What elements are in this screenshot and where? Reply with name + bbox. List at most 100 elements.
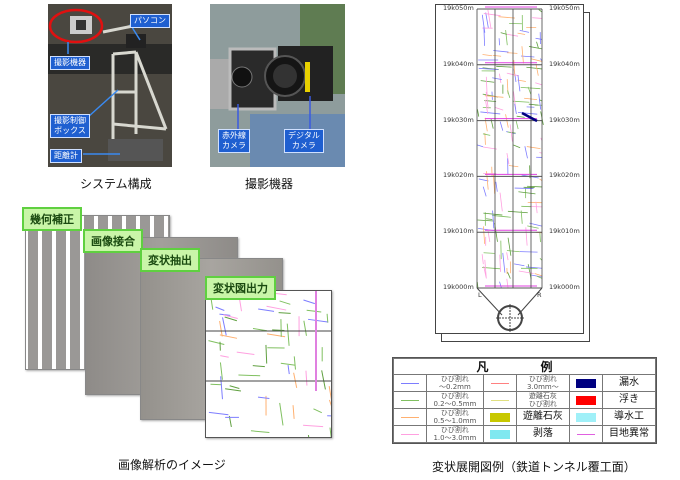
crack-line xyxy=(493,50,509,53)
crack-line xyxy=(483,26,485,46)
crack-line xyxy=(278,312,291,314)
crack-line xyxy=(482,133,491,136)
crack-line xyxy=(519,251,538,253)
crack-line xyxy=(485,91,489,109)
crack-line xyxy=(524,146,528,159)
caption-analysis: 画像解析のイメージ xyxy=(118,458,226,472)
crack-line xyxy=(517,112,538,115)
step-image-stitching: 画像接合 xyxy=(83,229,143,253)
crack-line xyxy=(499,73,502,83)
km-label-left: 19k050m xyxy=(443,4,474,12)
crack-line xyxy=(279,300,291,305)
label-camera-equipment: 撮影機器 xyxy=(50,56,90,70)
crack-line xyxy=(303,424,324,428)
crack-line xyxy=(219,313,231,316)
crack-line xyxy=(505,30,508,46)
crack-line xyxy=(483,226,486,244)
crack-line xyxy=(538,93,542,110)
crack-line xyxy=(477,109,480,117)
legend-label: ひび割れ 3.0mm～ xyxy=(515,374,570,392)
legend-symbol xyxy=(482,391,517,409)
development-chart xyxy=(435,4,584,334)
crack-line xyxy=(267,333,286,338)
legend-symbol xyxy=(568,408,603,426)
crack-line xyxy=(280,362,296,366)
label-distance-meter: 距離計 xyxy=(50,149,82,163)
crack-line xyxy=(499,121,504,131)
crack-line xyxy=(484,95,504,98)
crack-line xyxy=(487,231,491,242)
crack-line xyxy=(492,55,502,57)
crack-line xyxy=(527,185,543,188)
crack-line xyxy=(307,435,311,446)
crack-line xyxy=(220,376,223,400)
crack-line xyxy=(535,82,543,86)
label-digital-camera: デジタル カメラ xyxy=(284,129,324,153)
label-left: L xyxy=(478,291,482,299)
crack-line xyxy=(307,318,328,323)
crack-line xyxy=(507,210,528,214)
crack-line xyxy=(538,9,543,13)
crack-line xyxy=(222,317,227,336)
km-label-right: 19k020m xyxy=(549,171,580,180)
crack-line xyxy=(293,356,296,370)
crack-line xyxy=(521,46,524,64)
crack-line xyxy=(219,320,223,337)
step-defect-map-output: 変状図出力 xyxy=(205,276,276,300)
legend-label: 目地異常 xyxy=(601,425,657,443)
crack-line xyxy=(236,351,255,355)
legend-label: 漏水 xyxy=(601,374,657,392)
legend-line-icon xyxy=(490,399,509,401)
label-pc: パソコン xyxy=(130,14,170,28)
crack-line xyxy=(313,408,322,414)
crack-line xyxy=(539,178,543,181)
legend-symbol xyxy=(482,408,517,426)
crack-line xyxy=(532,17,543,19)
legend-label: ひび割れ ～0.2mm xyxy=(426,374,484,392)
crack-line xyxy=(531,274,543,278)
crack-line xyxy=(500,32,507,35)
crack-line xyxy=(528,103,539,106)
legend-swatch-icon xyxy=(575,412,596,422)
legend-label: ひび割れ 1.0～3.0mm xyxy=(426,425,484,443)
crack-line xyxy=(536,275,543,279)
crack-line xyxy=(517,32,526,35)
crack-line xyxy=(524,97,538,100)
crack-line xyxy=(513,263,525,267)
legend-line-icon xyxy=(490,382,509,384)
crack-line xyxy=(492,77,502,80)
legend-symbol xyxy=(393,425,427,443)
crack-line xyxy=(520,55,535,58)
legend-line-icon xyxy=(401,416,419,418)
crack-line xyxy=(526,146,541,149)
crack-line xyxy=(507,271,511,279)
step-geometric-correction: 幾何補正 xyxy=(22,207,82,231)
system-photo-drawing xyxy=(48,4,172,167)
crack-line xyxy=(480,111,501,115)
km-label-left: 19k000m xyxy=(443,283,474,291)
crack-line xyxy=(482,146,497,150)
crack-line xyxy=(208,411,229,416)
crack-line xyxy=(258,308,275,312)
crack-line xyxy=(238,374,261,377)
crack-line xyxy=(215,306,225,311)
crack-line xyxy=(293,372,298,388)
legend-label: ひび割れ 0.5～1.0mm xyxy=(426,408,484,426)
crack-line xyxy=(484,117,488,132)
crack-line xyxy=(485,76,488,96)
legend-label: 導水工 xyxy=(601,408,657,426)
label-right: R xyxy=(537,291,542,299)
caption-system: システム構成 xyxy=(80,177,152,191)
legend-swatch-icon xyxy=(575,395,596,405)
crack-line xyxy=(225,388,242,392)
crack-line xyxy=(515,120,519,130)
legend-symbol xyxy=(393,408,427,426)
legend-line-icon xyxy=(401,399,419,401)
crack-line xyxy=(502,252,506,273)
crack-line xyxy=(527,225,539,229)
crack-line xyxy=(252,365,265,368)
crack-line xyxy=(223,314,238,319)
legend-label: 遊離石灰 ひび割れ xyxy=(515,391,570,409)
